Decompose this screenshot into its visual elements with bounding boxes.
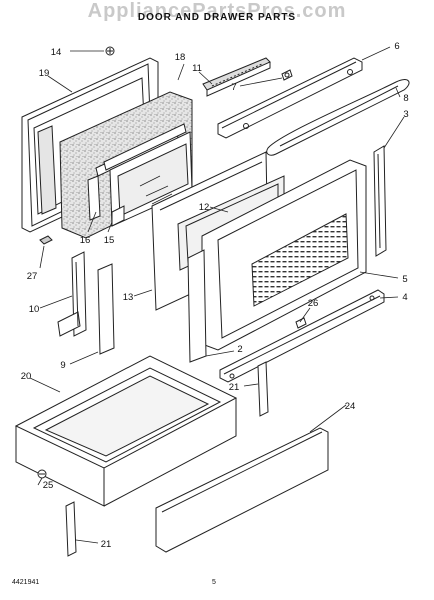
callout-11: 11 — [192, 63, 202, 74]
clip-7 — [281, 69, 293, 81]
bottom-trim — [219, 289, 385, 383]
callout-8: 8 — [403, 93, 408, 104]
callout-25: 25 — [43, 480, 54, 491]
screw-14 — [105, 46, 115, 56]
top-door-trim — [217, 57, 363, 139]
callout-4: 4 — [402, 292, 407, 303]
door-hinge — [57, 251, 87, 337]
drawer-roller — [37, 469, 47, 479]
callout-9: 9 — [60, 360, 65, 371]
callout-10: 10 — [29, 304, 40, 315]
callout-12: 12 — [199, 202, 210, 213]
drawer-slide-upper — [257, 361, 269, 417]
watermark: AppliancePartsPros.com — [87, 0, 347, 22]
callout-6: 6 — [394, 41, 399, 52]
callout-2: 2 — [237, 344, 242, 355]
callout-20: 20 — [21, 371, 32, 382]
drawer-slide-lower — [65, 501, 77, 557]
fastener-26 — [295, 317, 307, 329]
callout-21-upper: 21 — [229, 382, 240, 393]
callout-14: 14 — [51, 47, 62, 58]
door-vent-bracket — [202, 57, 271, 97]
callout-24: 24 — [345, 401, 356, 412]
callout-16: 16 — [80, 235, 91, 246]
callout-7: 7 — [231, 82, 236, 93]
page-number: 5 — [212, 579, 216, 586]
callout-18: 18 — [175, 52, 186, 63]
clip-27 — [39, 235, 53, 245]
glass-retainer — [87, 175, 125, 227]
callout-15: 15 — [104, 235, 115, 246]
document-number: 4421941 — [12, 579, 40, 586]
side-trim-2 — [187, 249, 207, 363]
outer-door-panel — [201, 159, 367, 351]
side-bracket-3 — [373, 145, 387, 257]
hinge-receptacle — [97, 263, 115, 355]
callout-13: 13 — [123, 292, 134, 303]
callout-19: 19 — [39, 68, 50, 79]
door-handle — [266, 79, 410, 156]
inner-glass-pack — [95, 123, 193, 227]
callout-21-lower: 21 — [101, 539, 112, 550]
drawer-body — [14, 355, 238, 507]
callout-5: 5 — [402, 274, 407, 285]
callout-3: 3 — [403, 109, 408, 120]
callout-27: 27 — [27, 271, 38, 282]
page-title: DOOR AND DRAWER PARTS — [137, 12, 297, 23]
drawer-front-panel — [155, 427, 329, 553]
callout-26: 26 — [308, 298, 319, 309]
